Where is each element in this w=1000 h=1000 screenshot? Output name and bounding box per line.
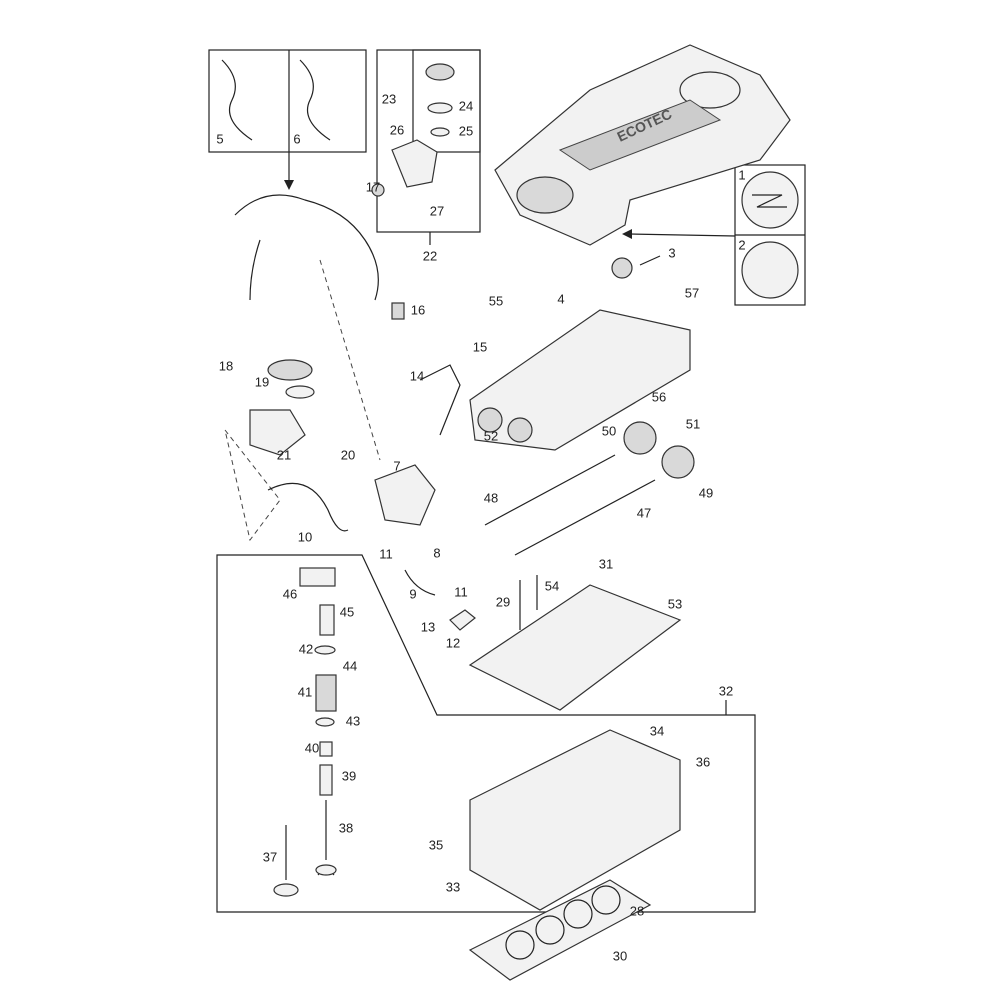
label-13: 13 <box>421 619 435 634</box>
label-23: 23 <box>382 91 396 106</box>
label-38: 38 <box>339 820 353 835</box>
label-57: 57 <box>685 285 699 300</box>
label-32: 32 <box>719 683 733 698</box>
label-9: 9 <box>409 586 416 601</box>
label-27: 27 <box>430 203 444 218</box>
detail-box-emblems <box>734 164 806 306</box>
label-11: 11 <box>454 584 468 599</box>
label-54: 54 <box>545 578 559 593</box>
label-26: 26 <box>390 122 404 137</box>
label-22: 22 <box>423 248 437 263</box>
label-49: 49 <box>699 485 713 500</box>
label-46: 46 <box>283 586 297 601</box>
engine-cover: ECOTEC <box>494 44 791 246</box>
label-41: 41 <box>298 684 312 699</box>
label-52: 52 <box>484 428 498 443</box>
label-47: 47 <box>637 505 651 520</box>
label-33: 33 <box>446 879 460 894</box>
label-4: 4 <box>557 291 564 306</box>
arrow-head-icon <box>284 180 294 190</box>
oil-cap <box>267 359 313 381</box>
cylinder-head <box>469 729 681 911</box>
wiring-harness <box>234 194 379 301</box>
label-39: 39 <box>342 768 356 783</box>
grommet <box>611 257 633 279</box>
label-7: 7 <box>393 458 400 473</box>
label-30: 30 <box>613 948 627 963</box>
camshaft <box>514 479 656 556</box>
label-18: 18 <box>219 358 233 373</box>
emblem-icon <box>741 241 799 299</box>
label-48: 48 <box>484 490 498 505</box>
label-53: 53 <box>668 596 682 611</box>
label-56: 56 <box>652 389 666 404</box>
label-15: 15 <box>473 339 487 354</box>
label-21: 21 <box>277 447 291 462</box>
label-43: 43 <box>346 713 360 728</box>
detail-box-hoses <box>208 49 367 153</box>
label-42: 42 <box>299 641 313 656</box>
label-24: 24 <box>459 98 473 113</box>
label-19: 19 <box>255 374 269 389</box>
label-20: 20 <box>341 447 355 462</box>
label-50: 50 <box>602 423 616 438</box>
valve-train-frame <box>216 554 756 913</box>
head-gasket <box>468 879 652 981</box>
label-10: 10 <box>298 529 312 544</box>
camshaft-housing <box>469 309 691 451</box>
gasket <box>468 584 682 711</box>
label-55: 55 <box>489 293 503 308</box>
cam-gear <box>661 445 695 479</box>
cam-gear <box>623 421 657 455</box>
detail-box-thermostat <box>376 49 481 245</box>
label-37: 37 <box>263 849 277 864</box>
part-labels: 1 2 3 4 5 6 7 8 9 10 11 11 12 13 14 15 1… <box>216 91 745 963</box>
label-51: 51 <box>686 416 700 431</box>
label-36: 36 <box>696 754 710 769</box>
label-25: 25 <box>459 123 473 138</box>
label-12: 12 <box>446 635 460 650</box>
label-29: 29 <box>496 594 510 609</box>
coolant-housing <box>374 464 436 526</box>
label-14: 14 <box>410 368 424 383</box>
label-31: 31 <box>599 556 613 571</box>
label-3: 3 <box>668 245 675 260</box>
label-17: 17 <box>366 179 380 194</box>
label-6: 6 <box>293 131 300 146</box>
label-2: 2 <box>738 237 745 252</box>
camshaft <box>484 454 616 526</box>
label-35: 35 <box>429 837 443 852</box>
label-44: 44 <box>343 658 357 673</box>
label-45: 45 <box>340 604 354 619</box>
label-40: 40 <box>305 740 319 755</box>
label-28: 28 <box>630 903 644 918</box>
label-1: 1 <box>738 167 745 182</box>
emblem-icon <box>741 171 799 229</box>
label-5: 5 <box>216 131 223 146</box>
label-34: 34 <box>650 723 664 738</box>
label-16: 16 <box>411 302 425 317</box>
label-8: 8 <box>433 545 440 560</box>
label-11: 11 <box>379 546 393 561</box>
